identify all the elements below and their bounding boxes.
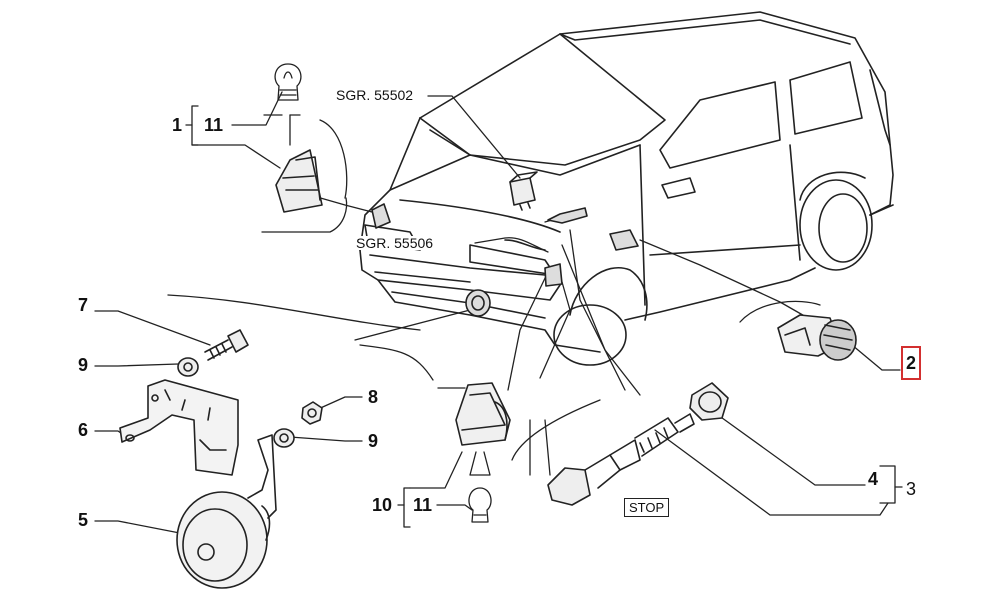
- car-body: [359, 11, 894, 366]
- stop-switch-icon: [547, 413, 695, 506]
- callout-7: 7: [78, 295, 89, 315]
- horn-icon: [176, 434, 277, 589]
- stop-label: STOP: [624, 498, 670, 517]
- washer-bottom-icon: [273, 428, 295, 448]
- indicator-lamp-bottom-icon: [455, 382, 511, 446]
- callout-1: 1: [172, 115, 183, 135]
- callout-11-bottom: 11: [413, 495, 433, 515]
- callout-9-top: 9: [78, 355, 89, 375]
- callout-10: 10: [372, 495, 393, 515]
- nut-icon: [301, 401, 323, 425]
- ref-sgr-55506: SGR. 55506: [354, 235, 436, 251]
- car-side-repeater-icon: [609, 229, 639, 251]
- callout-2: 2: [906, 353, 917, 373]
- callout-5: 5: [78, 510, 89, 530]
- washer-top-icon: [177, 357, 199, 377]
- car-switch-icon: [547, 207, 588, 224]
- front-indicator-icon: [544, 263, 563, 287]
- fog-lamp-icon: [465, 289, 491, 317]
- switch-cap-icon: [689, 382, 729, 421]
- bulb-top-icon: [274, 63, 302, 101]
- callout-8: 8: [368, 387, 379, 407]
- callout-3: 3: [906, 479, 917, 499]
- relay-icon: [509, 171, 538, 211]
- car-lamp-icon: [371, 203, 391, 229]
- callout-4: 4: [868, 469, 879, 489]
- side-lamp-top-icon: [275, 149, 323, 213]
- ref-sgr-55502: SGR. 55502: [334, 87, 416, 103]
- callout-9-bottom: 9: [368, 431, 379, 451]
- bulb-bottom-icon: [468, 487, 492, 523]
- leader-lines: [94, 91, 903, 536]
- callout-11-top: 11: [204, 115, 224, 135]
- callout-2-highlight: [901, 346, 921, 380]
- bracket-icon: [119, 379, 239, 476]
- callout-6: 6: [78, 420, 89, 440]
- bolt-icon: [204, 329, 249, 361]
- side-repeater-part-icon: [777, 314, 857, 361]
